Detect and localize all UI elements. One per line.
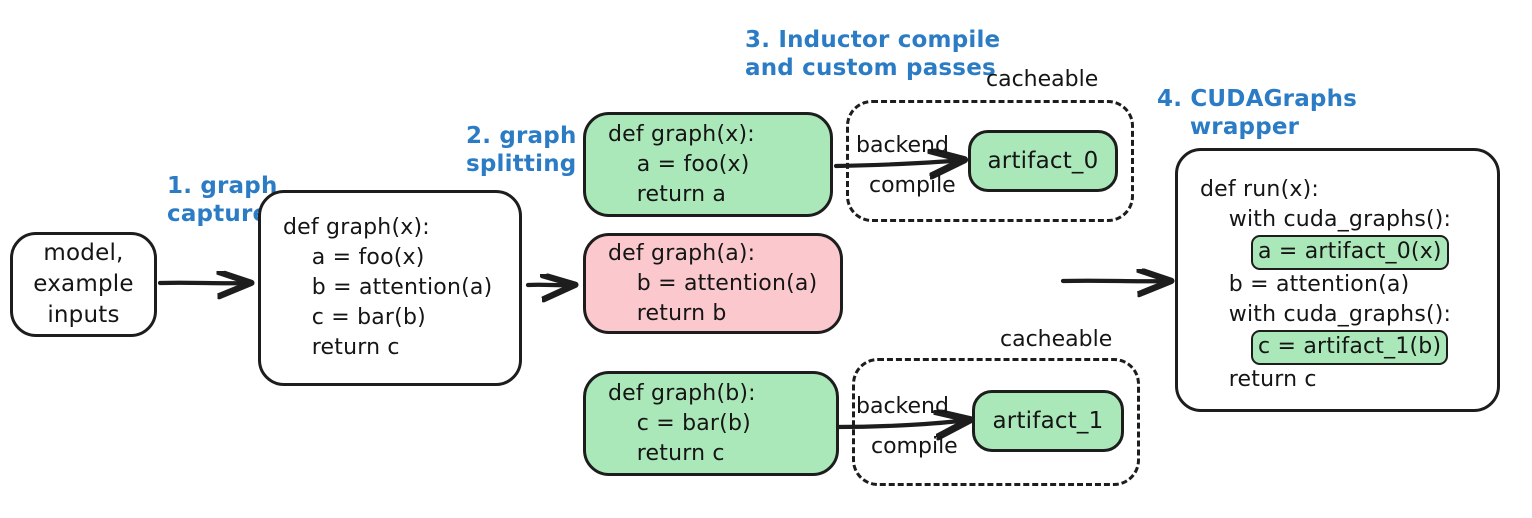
model-inputs-line-2: example [33,271,134,297]
backend-label-bottom: backend [856,394,949,419]
compile-label-bottom: compile [871,434,958,459]
wrapper-line-return: return c [1200,367,1317,392]
subgraph-1-node[interactable]: def graph(b): c = bar(b) return c [583,371,839,476]
step-label-4: 4. CUDAGraphs wrapper [1157,86,1358,140]
cacheable-group-bottom [852,358,1140,486]
subgraph-1-code: def graph(b): c = bar(b) return c [608,380,756,466]
cacheable-group-top [846,100,1134,222]
subgraph-0-node[interactable]: def graph(x): a = foo(x) return a [583,112,833,217]
step-label-2: 2. graph splitting [466,123,577,177]
model-example-inputs-node[interactable]: model, example inputs [10,232,157,337]
step-label-3: 3. Inductor compile and custom passes [745,27,1001,81]
captured-graph-code: def graph(x): a = foo(x) b = attention(a… [283,215,493,360]
model-inputs-line-1: model, [43,240,124,266]
artifact-0-node[interactable]: artifact_0 [968,130,1118,192]
captured-graph-node[interactable]: def graph(x): a = foo(x) b = attention(a… [258,190,522,386]
arrow-input-to-graph [157,283,248,284]
backend-label-top: backend [856,133,949,158]
wrapper-line-def-run: def run(x): [1200,177,1319,202]
cudagraphs-runtime-wrapper-node[interactable]: def run(x): with cuda_graphs(): a = arti… [1175,148,1500,412]
compile-label-top: compile [869,173,956,198]
wrapper-highlight-artifact-0: a = artifact_0(x) [1178,235,1497,270]
subgraph-attention-node[interactable]: def graph(a): b = attention(a) return b [583,233,843,334]
wrapper-line-with-cuda-graphs-1: with cuda_graphs(): [1200,207,1452,232]
wrapper-highlight-artifact-1: c = artifact_1(b) [1178,330,1497,365]
subgraph-attention-code: def graph(a): b = attention(a) return b [608,240,818,326]
step-label-1: 1. graph capture [167,173,278,227]
subgraph-0-code: def graph(x): a = foo(x) return a [608,121,755,207]
highlight-artifact-0-call: a = artifact_0(x) [1251,235,1449,270]
wrapper-line-attention: b = attention(a) [1200,272,1410,297]
arrow-split-to-wrapper [1060,281,1168,282]
arrow-graph-to-split [525,285,572,286]
model-inputs-line-3: inputs [47,302,120,328]
highlight-artifact-1-call: c = artifact_1(b) [1251,330,1449,365]
wrapper-line-with-cuda-graphs-2: with cuda_graphs(): [1200,302,1452,327]
artifact-1-node[interactable]: artifact_1 [972,390,1124,452]
artifact-1-label: artifact_1 [992,407,1104,434]
artifact-0-label: artifact_0 [987,147,1099,174]
cacheable-label-top: cacheable [986,67,1099,92]
cacheable-label-bottom: cacheable [1000,327,1113,352]
